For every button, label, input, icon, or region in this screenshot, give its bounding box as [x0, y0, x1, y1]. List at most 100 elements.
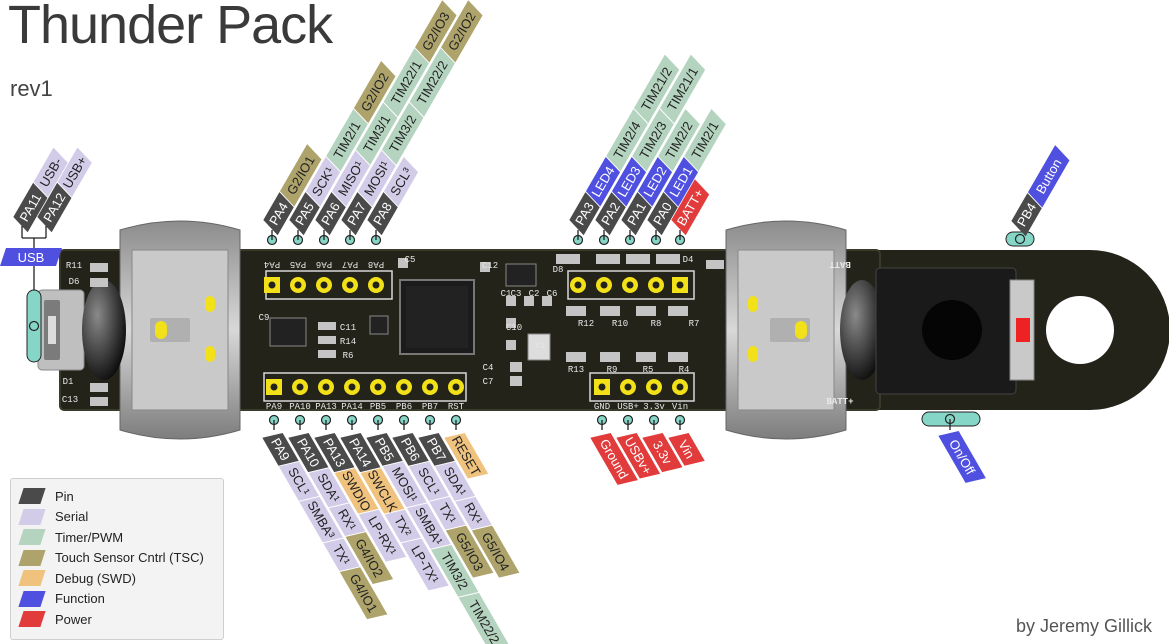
- pad-hole: [374, 383, 382, 391]
- legend-item-touch-sensor-cntrl-tsc: Touch Sensor Cntrl (TSC): [18, 549, 204, 567]
- legend-label: Serial: [55, 509, 89, 524]
- silk-label: 3.3v: [643, 402, 665, 412]
- component-ref: D8: [553, 265, 564, 275]
- legend-swatch: [18, 488, 46, 504]
- pad-hole: [346, 281, 354, 289]
- tag-shape: [637, 156, 673, 207]
- bottom-right-pin-4-tags: Vin: [668, 433, 705, 466]
- component-ref: C3: [511, 289, 522, 299]
- legend-label: Timer/PWM: [55, 529, 124, 545]
- component-ref: R8: [651, 319, 662, 329]
- tag-shape: [358, 509, 407, 562]
- tag-shape: [355, 102, 398, 165]
- tag-shape: [616, 433, 661, 479]
- pad-hole: [650, 383, 658, 391]
- tag-shape: [621, 192, 652, 236]
- tag-vin: Vin: [668, 433, 705, 466]
- tag-shape: [366, 433, 403, 466]
- tag-shape: [671, 179, 710, 236]
- legend-item-pin: Pin: [18, 487, 74, 505]
- component-ref: C13: [62, 395, 78, 405]
- tag-tim3-2: TIM3/2: [381, 102, 424, 165]
- pad-hole: [348, 383, 356, 391]
- pin-marker: [1014, 233, 1026, 245]
- tag-shape: [445, 525, 494, 578]
- component-ref: Y1: [535, 341, 546, 351]
- tag-shape: [668, 433, 705, 466]
- component-ref: C1: [501, 289, 512, 299]
- tag-shape: [406, 503, 451, 549]
- pad-hole: [574, 281, 582, 289]
- tag-shape: [1027, 145, 1070, 208]
- tag-tim2-1: TIM2/1: [684, 108, 726, 172]
- tag-shape: [471, 525, 520, 578]
- tag-shape: [663, 156, 699, 207]
- tag-shape: [938, 431, 986, 483]
- tag-tx: TX¹: [323, 538, 360, 572]
- page-subtitle: rev1: [10, 76, 53, 101]
- tag-tx: TX¹: [429, 496, 466, 530]
- pad-hole: [294, 281, 302, 289]
- silk-label: PB6: [396, 402, 412, 412]
- component-ref: C2: [529, 289, 540, 299]
- pad-hole: [598, 383, 606, 391]
- legend-swatch: [18, 508, 46, 525]
- silk-label: PA7: [342, 259, 358, 269]
- tag-shape: [299, 496, 344, 543]
- legend-label: Pin: [55, 488, 74, 504]
- silk-label: PA5: [290, 259, 306, 269]
- tag-tim22-2: TIM22/2: [458, 592, 510, 644]
- tag-shape: [384, 509, 422, 543]
- tag-pa5: PA5: [289, 192, 320, 236]
- silk-label: PA8: [368, 259, 384, 269]
- mounting-hole: [1046, 296, 1114, 364]
- tag-shape: [455, 496, 492, 530]
- tag-shape: [642, 433, 683, 473]
- switch-pin-tags: On/Off: [938, 431, 986, 483]
- tag-shape: [315, 192, 346, 236]
- component-ref: R10: [612, 319, 628, 329]
- tag-shape: [341, 192, 372, 236]
- component-ref: D1: [63, 377, 74, 387]
- pad-hole: [624, 383, 632, 391]
- tag-shape: [367, 192, 398, 236]
- tag-shape: [569, 192, 600, 236]
- component-ref: C10: [506, 323, 522, 333]
- tag-g4-io2: G4/IO2: [345, 532, 394, 584]
- silk-label: PA4: [264, 259, 280, 269]
- tag-shape: [57, 147, 92, 198]
- pad-hole: [626, 281, 634, 289]
- legend-swatch: [18, 549, 46, 566]
- tag-usb: USB-: [33, 147, 68, 198]
- legend-swatch: [18, 529, 46, 545]
- tag-shape: [334, 468, 379, 514]
- tag-shape: [392, 433, 429, 466]
- tag-shape: [331, 150, 370, 207]
- silk-label: PA9: [266, 402, 282, 412]
- tag-shape: [611, 156, 647, 207]
- pad-hole: [400, 383, 408, 391]
- tag-shape: [326, 108, 368, 172]
- component-ref: C5: [405, 255, 416, 265]
- batt-label: BATT: [829, 259, 851, 269]
- battery-clip-left: [82, 220, 241, 440]
- batt-plus-label: BATT+: [826, 397, 853, 407]
- silk-label: PA10: [289, 402, 311, 412]
- tag-shape: [415, 0, 457, 63]
- legend-swatch: [18, 570, 46, 586]
- legend-item-function: Function: [18, 590, 105, 608]
- tag-shape: [606, 108, 648, 172]
- component-ref: C9: [259, 313, 270, 323]
- tag-shape: [263, 192, 294, 236]
- pad-hole: [322, 383, 330, 391]
- legend-item-debug-swd: Debug (SWD): [18, 569, 136, 587]
- tag-shape: [279, 144, 322, 207]
- silk-label: GND: [594, 402, 610, 412]
- pad-hole: [600, 281, 608, 289]
- tag-shape: [684, 108, 726, 172]
- silk-label: PB7: [422, 402, 438, 412]
